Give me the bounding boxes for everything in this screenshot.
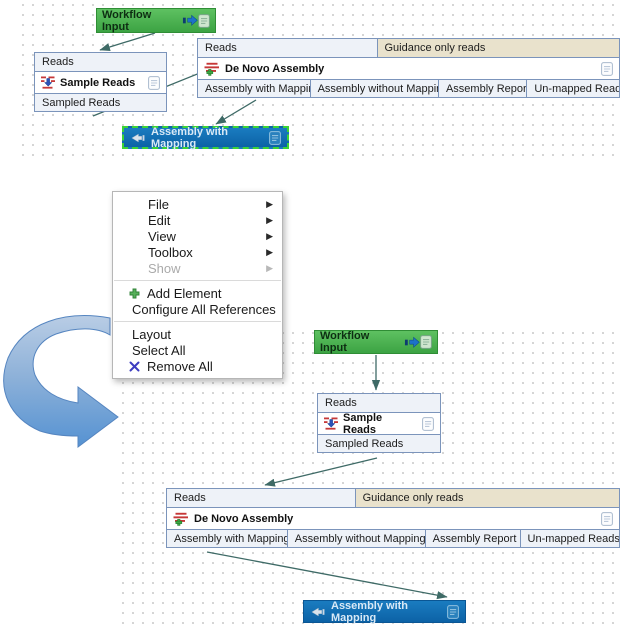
de-novo-assembly-node[interactable]: Reads Guidance only reads De Novo Assemb…	[166, 488, 620, 548]
sample-reads-node[interactable]: Reads Sample Reads Sampled Reads	[317, 393, 441, 453]
output-port-assembly-without-mapping[interactable]: Assembly without Mapping	[309, 80, 438, 97]
menu-item-remove-all[interactable]: Remove All	[113, 358, 282, 374]
document-icon[interactable]	[601, 61, 613, 76]
output-port-assembly-with-mapping[interactable]: Assembly with Mapping	[174, 532, 287, 545]
document-icon[interactable]	[601, 511, 613, 526]
transition-arrow	[3, 315, 119, 448]
workflow-input-label: Workflow Input	[102, 8, 152, 33]
de-novo-assembly-label: De Novo Assembly	[194, 512, 294, 525]
de-novo-assembly-node[interactable]: Reads Guidance only reads De Novo Assemb…	[197, 38, 620, 98]
reads-green-plus-icon	[173, 512, 189, 526]
menu-item-add-element[interactable]: Add Element	[113, 285, 282, 301]
document-icon[interactable]	[447, 604, 459, 619]
reads-green-plus-icon	[204, 62, 220, 76]
port-sampled-reads[interactable]: Sampled Reads	[42, 96, 121, 109]
green-plus-icon	[129, 288, 147, 299]
port-sampled-reads[interactable]: Sampled Reads	[325, 437, 404, 450]
output-port-unmapped-reads[interactable]: Un-mapped Reads	[526, 80, 619, 97]
document-icon[interactable]	[422, 416, 434, 431]
sample-reads-label: Sample Reads	[343, 411, 383, 436]
menu-item-select-all[interactable]: Select All	[132, 342, 186, 358]
document-icon[interactable]	[420, 335, 432, 349]
menu-item-edit[interactable]: Edit ▶	[148, 212, 273, 228]
output-node-label: Assembly with Mapping	[331, 599, 409, 624]
workflow-input-node[interactable]: Workflow Input	[314, 330, 438, 354]
blue-x-icon	[129, 361, 147, 372]
menu-separator	[114, 321, 281, 322]
submenu-arrow-icon: ▶	[266, 262, 273, 273]
port-reads[interactable]: Reads	[325, 397, 357, 409]
port-reads[interactable]: Reads	[205, 42, 237, 54]
submenu-arrow-icon: ▶	[266, 230, 273, 241]
menu-item-view[interactable]: View ▶	[148, 228, 273, 244]
document-icon[interactable]	[269, 130, 281, 145]
sample-reads-node[interactable]: Reads Sample Reads Sampled Reads	[34, 52, 167, 112]
port-reads[interactable]: Reads	[174, 492, 206, 504]
menu-item-configure-all-references[interactable]: Configure All References	[132, 301, 276, 317]
menu-item-layout[interactable]: Layout	[132, 326, 172, 342]
arrow-right-with-bar-icon	[404, 336, 420, 349]
context-menu: File ▶ Edit ▶ View ▶ Toolbox ▶ Show ▶ Ad…	[112, 191, 283, 379]
workflow-input-node[interactable]: Workflow Input	[96, 8, 216, 33]
output-node-assembly-with-mapping[interactable]: Assembly with Mapping	[303, 599, 466, 624]
workflow-input-label: Workflow Input	[320, 330, 370, 354]
sample-reads-label: Sample Reads	[60, 76, 136, 89]
output-port-assembly-report[interactable]: Assembly Report	[424, 530, 520, 547]
document-icon[interactable]	[198, 13, 210, 28]
output-node-label: Assembly with Mapping	[151, 125, 229, 150]
submenu-arrow-icon: ▶	[266, 214, 273, 225]
submenu-arrow-icon: ▶	[266, 198, 273, 209]
arrow-left-with-bar-icon	[130, 132, 145, 144]
reads-down-arrow-icon	[41, 76, 55, 89]
de-novo-assembly-label: De Novo Assembly	[225, 62, 325, 75]
document-icon[interactable]	[148, 75, 160, 90]
output-port-assembly-report[interactable]: Assembly Report	[437, 80, 526, 97]
menu-separator	[114, 280, 281, 281]
output-node-assembly-with-mapping[interactable]: Assembly with Mapping	[122, 125, 289, 150]
arrow-left-with-bar-icon	[310, 606, 325, 618]
output-port-assembly-without-mapping[interactable]: Assembly without Mapping	[286, 530, 425, 547]
port-guidance-only-reads[interactable]: Guidance only reads	[354, 489, 619, 507]
menu-item-show: Show ▶	[148, 260, 273, 276]
port-guidance-only-reads[interactable]: Guidance only reads	[376, 39, 619, 57]
menu-item-file[interactable]: File ▶	[148, 196, 273, 212]
submenu-arrow-icon: ▶	[266, 246, 273, 257]
output-port-unmapped-reads[interactable]: Un-mapped Reads	[519, 530, 619, 547]
reads-down-arrow-icon	[324, 417, 338, 430]
port-reads[interactable]: Reads	[42, 56, 74, 68]
arrow-right-with-bar-icon	[182, 14, 198, 27]
menu-item-toolbox[interactable]: Toolbox ▶	[148, 244, 273, 260]
output-port-assembly-with-mapping[interactable]: Assembly with Mapping	[205, 82, 310, 95]
